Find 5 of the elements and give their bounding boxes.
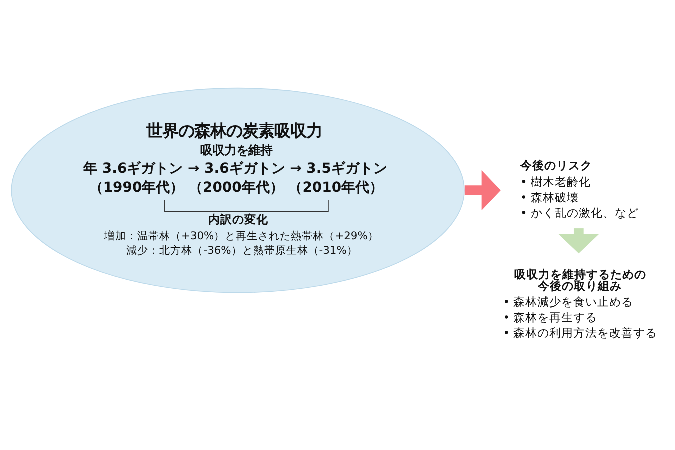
arrow [558, 228, 599, 254]
node-text: 吸収力を維持するための今後の取り組み • 森林減少を食い止める • 森林を再生する • 森林の利用方法を改善する [503, 267, 658, 340]
node-ellipse: 世界の森林の炭素吸収力 吸収力を維持 年 3.6ギガトン → 3.6ギガトン → 3.5ギガトン （1990年代） （2000年代） （2010年代） 内訳の変化 増加：温帯林（+30%）と再生された熱帯林（+29%） 減少：北方林（-36%）と熱帯原生林（-31%） [11, 87, 465, 293]
node-text: 今後のリスク • 樹木老齢化 • 森林破壊 • かく乱の激化、など [520, 158, 640, 220]
arrow [464, 170, 501, 210]
